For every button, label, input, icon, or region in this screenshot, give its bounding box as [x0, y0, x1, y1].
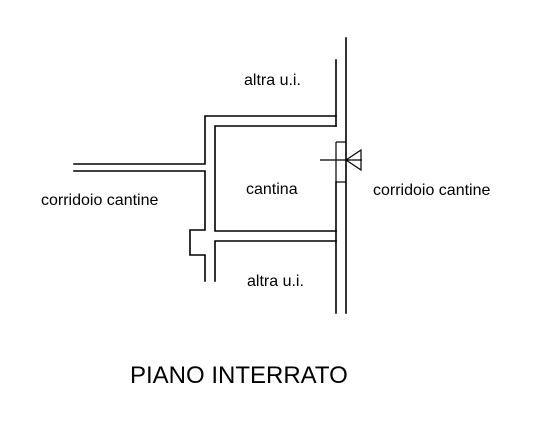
label-corridoio-right: corridoio cantine [373, 182, 491, 199]
plan-title: PIANO INTERRATO [130, 362, 348, 389]
entrance-arrow-icon [344, 148, 362, 172]
corridor-lower-wall [73, 170, 206, 282]
label-corridoio-left: corridoio cantine [41, 192, 159, 209]
label-altra-ui-top: altra u.i. [244, 72, 301, 89]
label-cantina: cantina [246, 181, 298, 198]
label-altra-ui-bottom: altra u.i. [247, 273, 304, 290]
upper-unit-boundary [73, 115, 337, 165]
lower-unit-wall [214, 240, 337, 282]
cantina-room-walls [214, 125, 337, 232]
